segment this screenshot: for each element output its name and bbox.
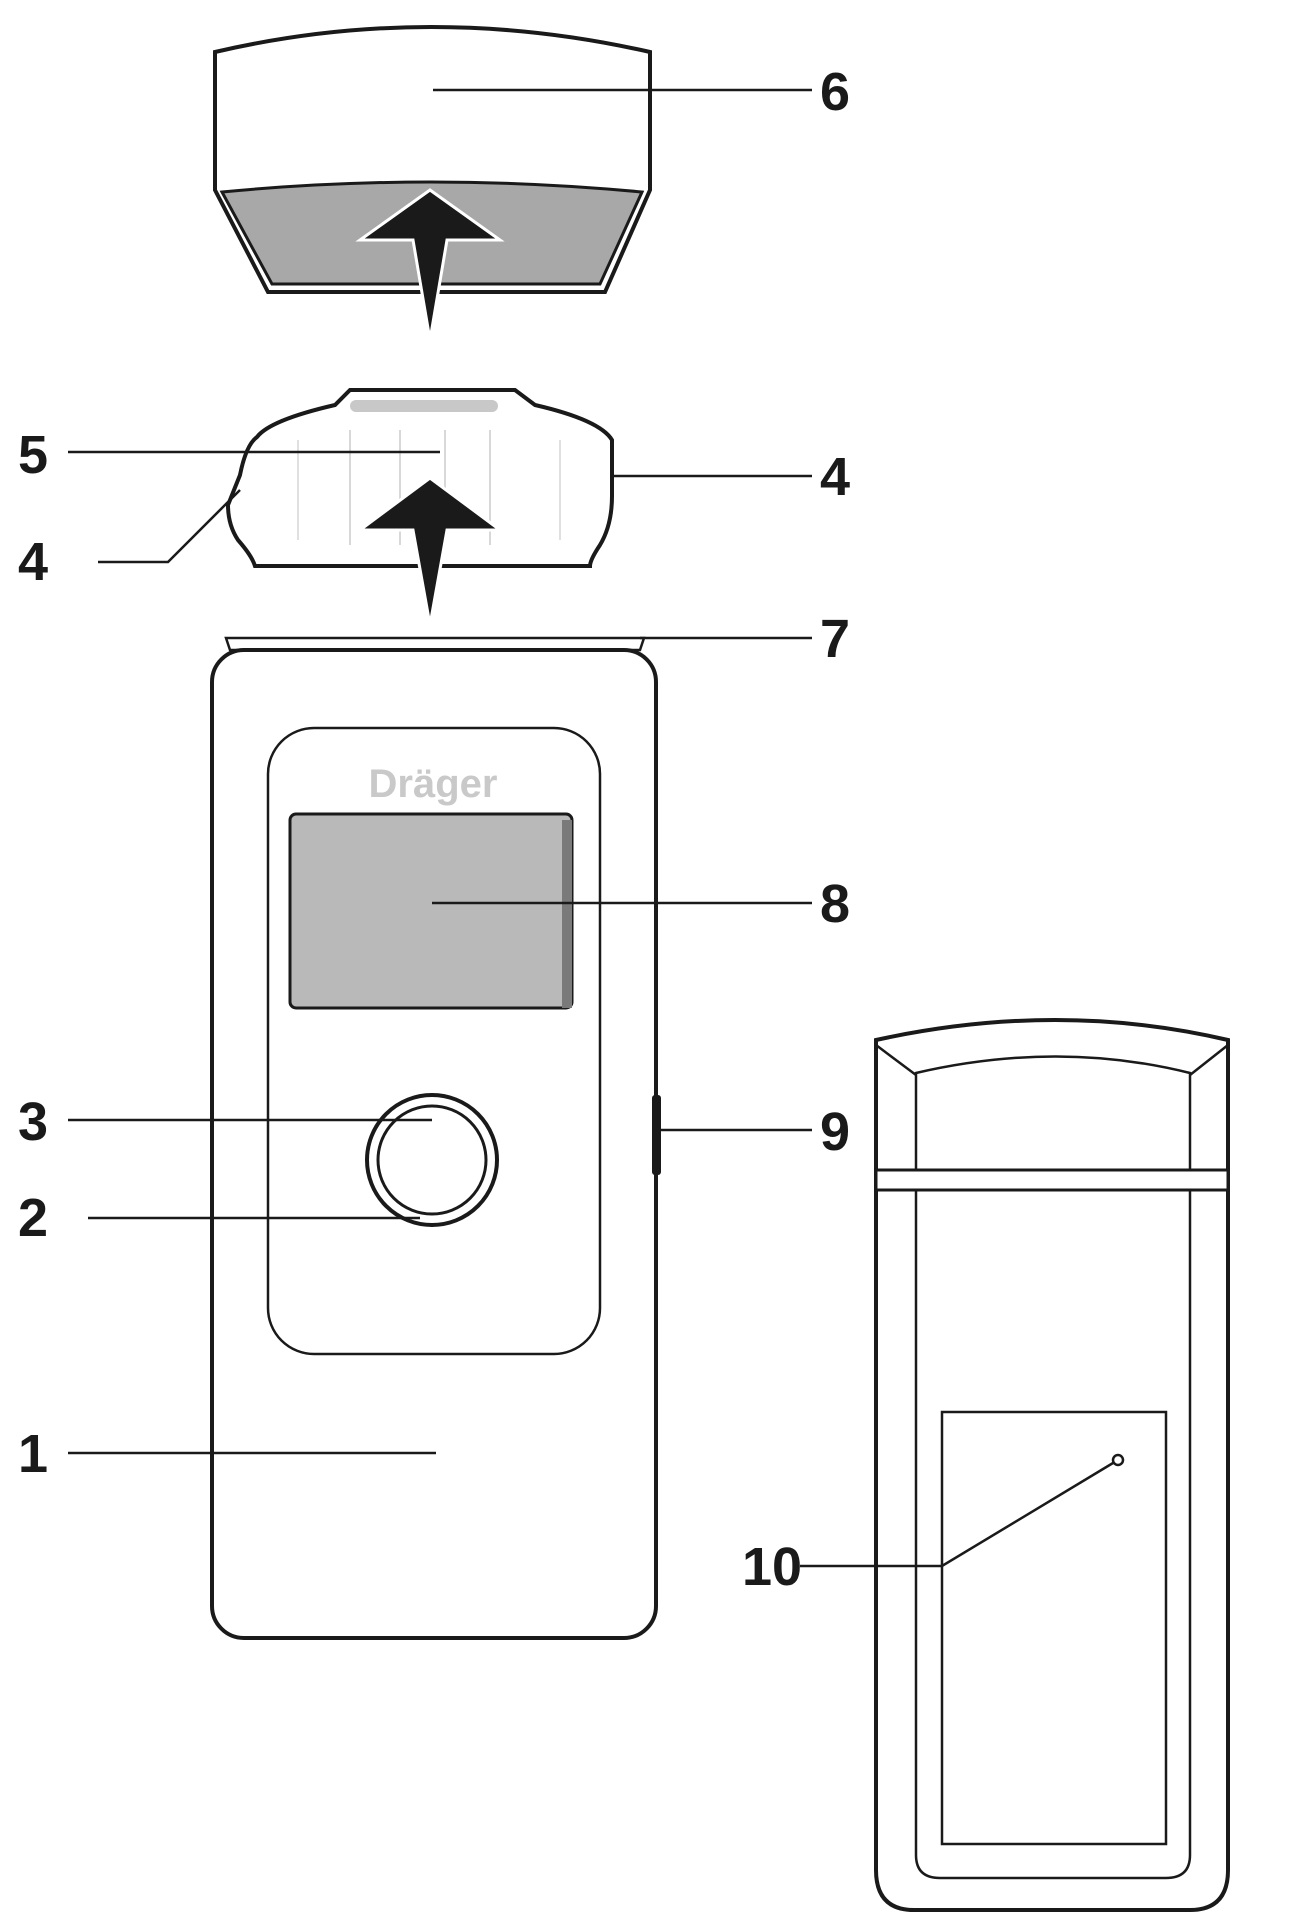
device-back-view	[874, 1018, 1230, 1912]
leader-line-10	[800, 1461, 1114, 1568]
up-arrow-icon	[355, 476, 505, 626]
brand-logo: Dräger	[369, 762, 498, 806]
outer-cap	[213, 25, 652, 294]
callout-10: 10	[742, 1537, 802, 1597]
up-arrow-icon	[355, 188, 505, 341]
callout-5: 5	[18, 425, 48, 485]
callout-4-right: 4	[820, 447, 850, 507]
callout-7: 7	[820, 609, 850, 669]
callout-8: 8	[820, 874, 850, 934]
device-body: Dräger	[210, 636, 661, 1640]
callout-6: 6	[820, 62, 850, 122]
callout-2: 2	[18, 1188, 48, 1248]
mouthpiece	[225, 388, 614, 568]
callout-9: 9	[820, 1102, 850, 1162]
callout-4-left: 4	[18, 532, 48, 592]
leader-line-4-left	[98, 489, 241, 564]
callout-3: 3	[18, 1092, 48, 1152]
callout-1: 1	[18, 1424, 48, 1484]
